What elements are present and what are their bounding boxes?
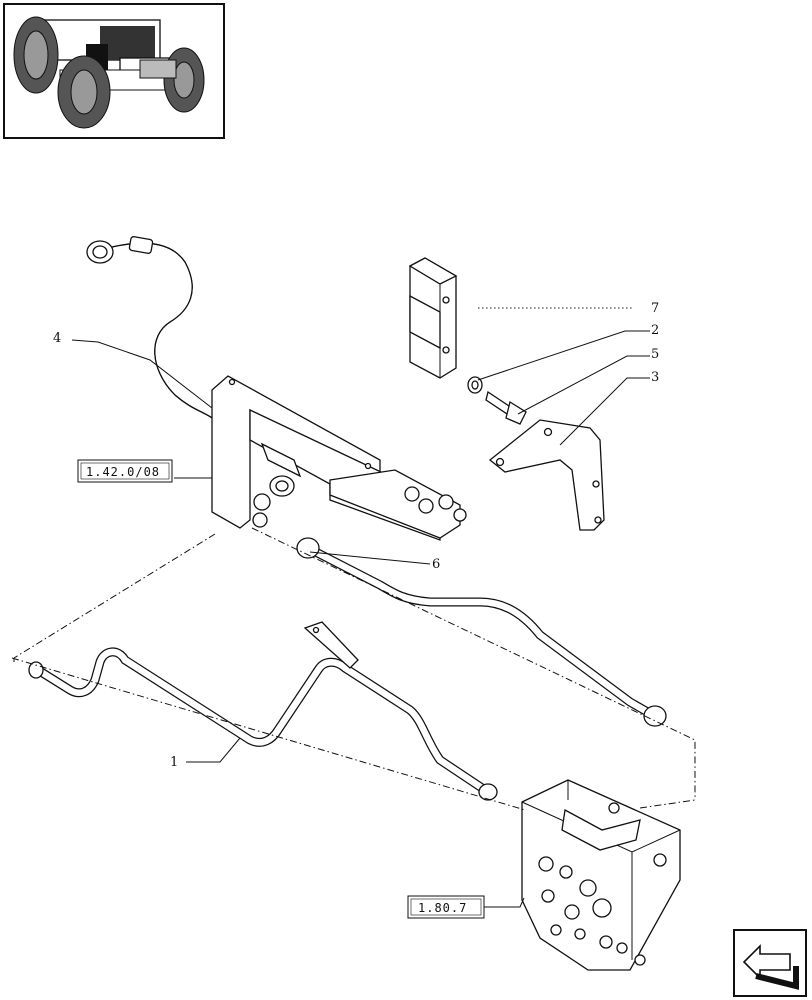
tube-part-6 — [296, 537, 667, 727]
bolt-part-5 — [485, 390, 527, 425]
washer-part-2 — [467, 376, 483, 394]
callout-4: 4 — [53, 331, 61, 346]
reference-label-1-42-0-08: 1.42.0/08 — [86, 465, 160, 479]
next-page-arrow-icon[interactable] — [733, 929, 807, 997]
reference-box-1-42-0-08[interactable]: 1.42.0/08 — [77, 459, 173, 483]
support-bracket-part-3 — [488, 419, 605, 531]
hose-part-4 — [86, 236, 216, 421]
assembly-boundary-dashed — [11, 527, 696, 811]
tractor-thumbnail-icon — [3, 3, 225, 139]
valve-bracket — [211, 375, 467, 541]
callout-7: 7 — [651, 301, 659, 316]
callout-5: 5 — [651, 347, 659, 362]
reference-box-1-80-7[interactable]: 1.80.7 — [407, 895, 485, 919]
reference-label-1-80-7: 1.80.7 — [418, 901, 467, 915]
leader-lines — [71, 307, 650, 908]
assembly-boundary-dashed-2 — [13, 658, 696, 809]
callout-2: 2 — [651, 323, 659, 338]
tube-part-1 — [28, 621, 498, 801]
control-valve-block — [521, 779, 681, 971]
clamp-block-part-7 — [408, 257, 458, 379]
callout-6: 6 — [432, 557, 440, 572]
callout-1: 1 — [170, 755, 178, 770]
callout-3: 3 — [651, 370, 659, 385]
